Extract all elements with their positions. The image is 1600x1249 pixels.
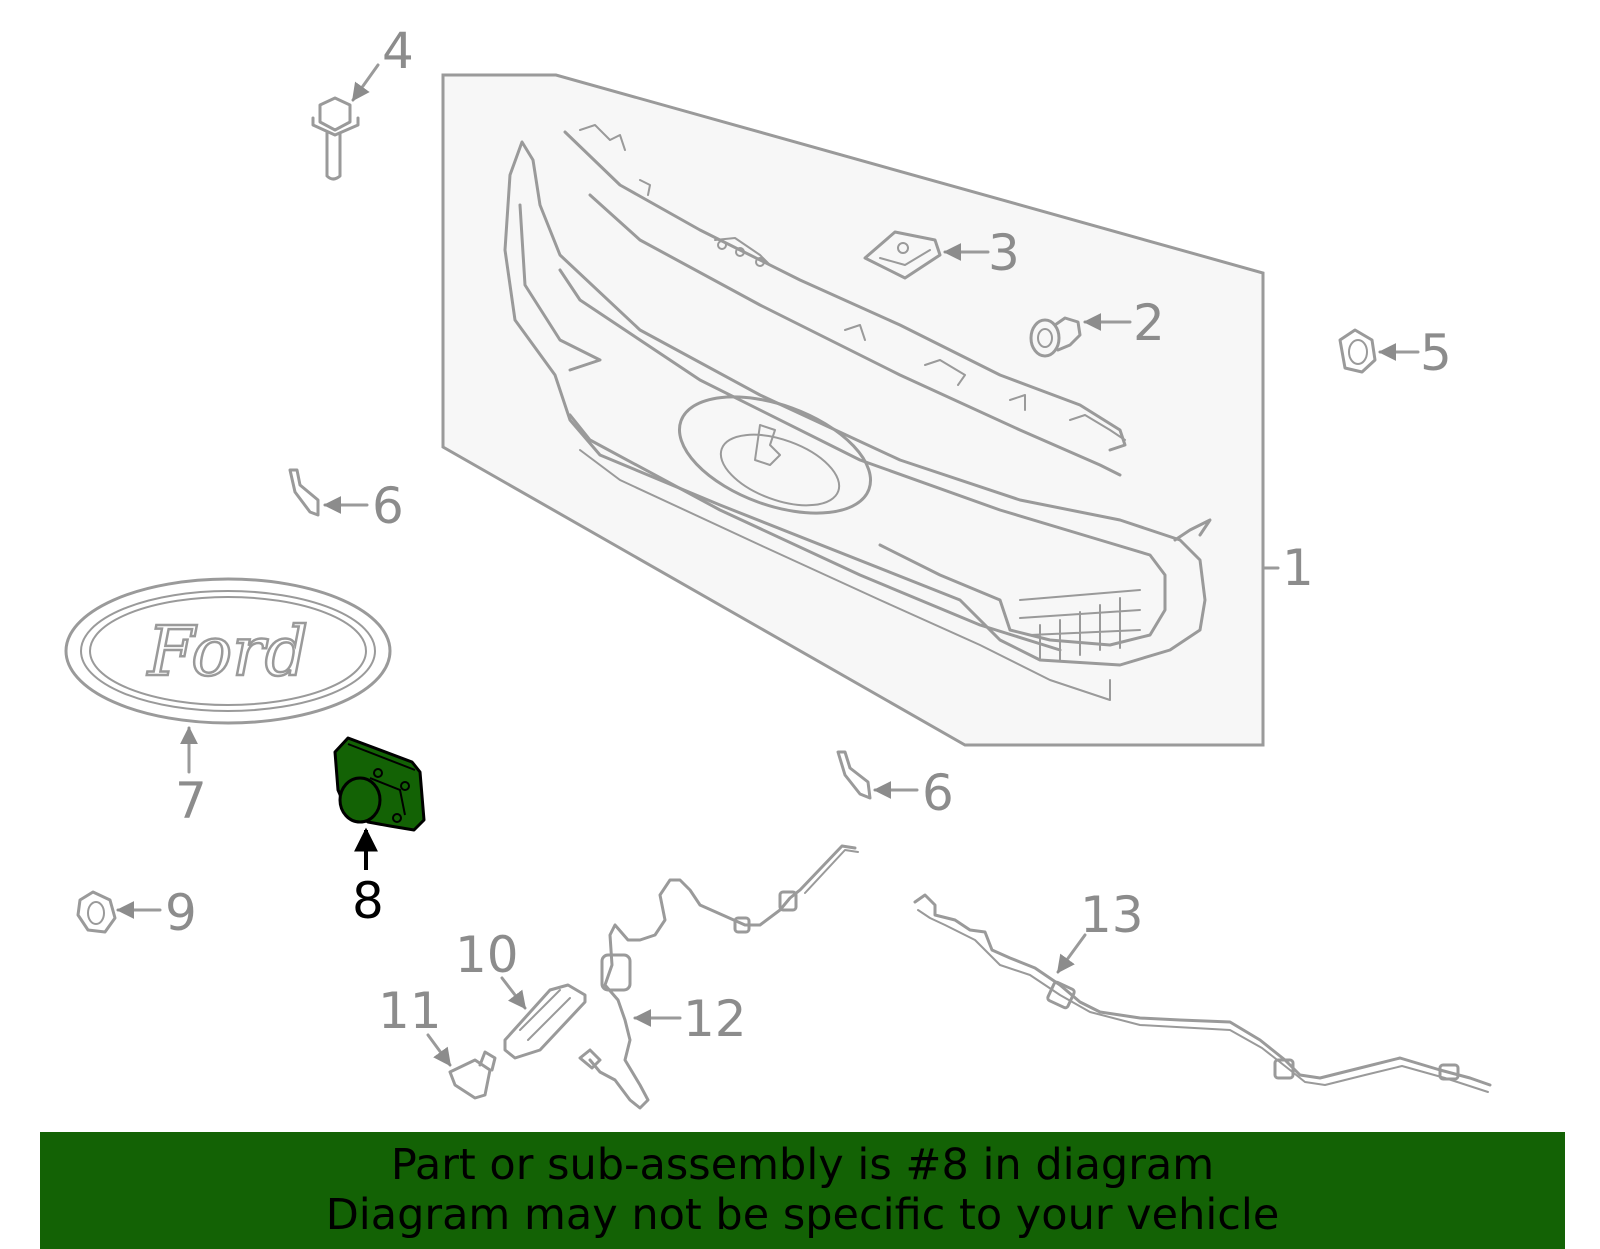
callout-9: 9 [165,884,197,942]
wiring-harness-part-12 [578,844,859,1110]
callout-13: 13 [1080,886,1144,944]
callout-6a: 6 [372,477,404,535]
nut-part [1338,328,1377,374]
callout-11: 11 [378,982,442,1040]
push-pin-part [1029,316,1082,358]
callout-arrow-4 [351,63,380,102]
callout-arrow-11 [426,1033,452,1067]
camera-module-part [333,736,426,832]
callout-7: 7 [175,772,207,830]
banner-line-2: Diagram may not be specific to your vehi… [325,1190,1280,1240]
callout-2: 2 [1133,294,1165,352]
clip-part [863,230,942,280]
clip-part-11 [448,1050,497,1100]
callout-10: 10 [455,926,519,984]
sensor-part-10 [503,983,587,1060]
grille-panel [441,73,1265,747]
callout-arrow-13 [1056,933,1087,974]
ford-emblem-part: Ford [64,577,392,725]
callout-3: 3 [988,224,1020,282]
callout-5: 5 [1420,324,1452,382]
bracket-part-lower [836,750,872,800]
banner-line-1: Part or sub-assembly is #8 in diagram [390,1140,1215,1190]
bolt-part [311,96,360,181]
nut-part-9 [76,890,117,934]
cable-part-13 [913,893,1492,1093]
callout-4: 4 [382,22,414,80]
callout-1: 1 [1282,539,1314,597]
callout-6b: 6 [922,764,954,822]
grille-part [503,124,1212,701]
callout-arrow-10 [500,976,527,1010]
callout-12: 12 [683,990,747,1048]
callout-8: 8 [352,872,384,930]
info-banner: Part or sub-assembly is #8 in diagram Di… [40,1132,1565,1249]
bracket-part-upper [288,468,320,517]
emblem-text: Ford [146,613,308,692]
